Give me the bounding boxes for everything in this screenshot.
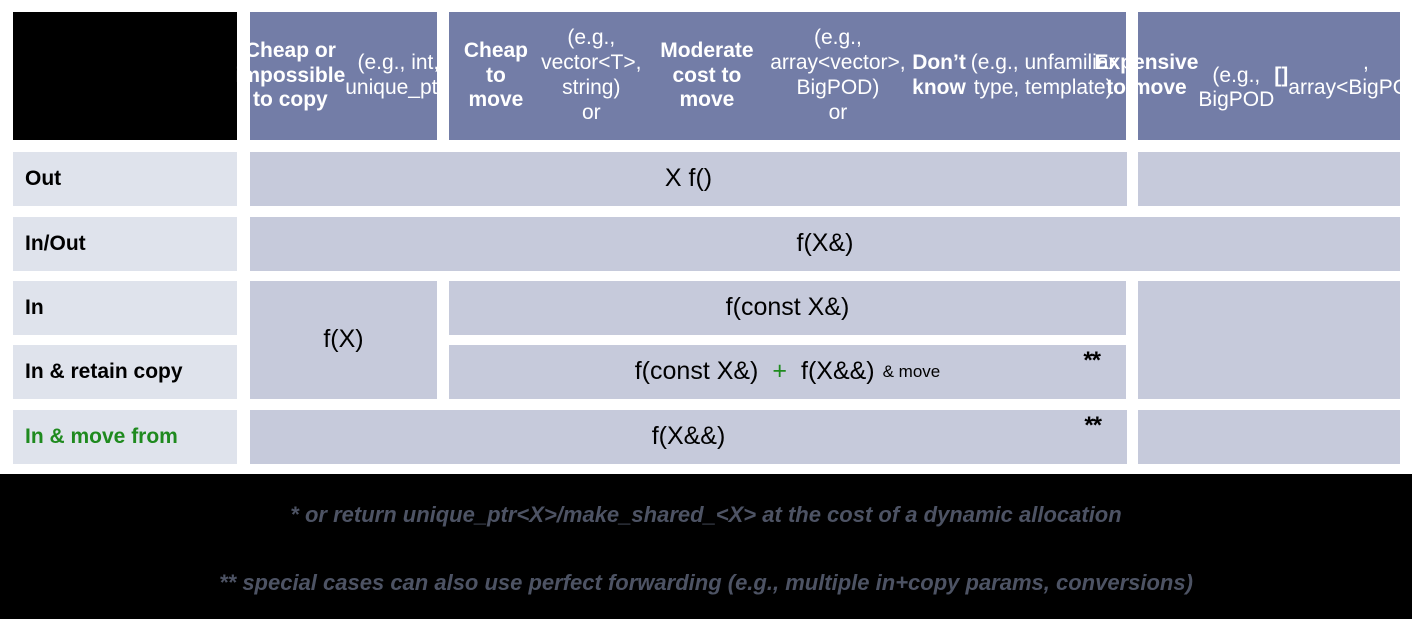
retain-copy-move-note: & move xyxy=(882,361,941,381)
footnote-marker-double-asterisk-2: ** xyxy=(1084,412,1102,439)
column-header-cheap-to-move: Cheap to move (e.g., vector<T>, string)o… xyxy=(449,12,1126,140)
cell-move-from-expensive-empty xyxy=(1138,410,1400,464)
footnote-band: * or return unique_ptr<X>/make_shared_<X… xyxy=(0,474,1412,619)
cell-in-expensive-empty xyxy=(1138,281,1400,399)
cell-in-fx: f(X) xyxy=(250,281,437,399)
footnote-double-asterisk: ** special cases can also use perfect fo… xyxy=(219,570,1193,595)
retain-copy-rvalue-ref: f(X&&) xyxy=(801,357,875,386)
column-header-expensive-to-move: Expensive to move(e.g., BigPOD[],array<B… xyxy=(1095,12,1412,140)
row-label-in-out: In/Out xyxy=(13,217,237,271)
retain-copy-const-ref: f(const X&) xyxy=(634,357,759,386)
cell-out-xf: X f() xyxy=(250,152,1127,206)
row-label-in-retain-copy: In & retain copy xyxy=(13,345,237,399)
footnote-single-asterisk: * or return unique_ptr<X>/make_shared_<X… xyxy=(290,502,1122,527)
column-header-cheap-or-impossible-to-copy: Cheap or impossible to copy (e.g., int, … xyxy=(236,12,451,140)
move-from-rvalue-ref: f(X&&) xyxy=(651,422,726,451)
retain-copy-plus: + xyxy=(772,357,787,386)
row-label-in-move-from: In & move from xyxy=(13,410,237,464)
cell-retain-copy-expression: f(const X&) + f(X&&) & move ** xyxy=(449,345,1126,399)
cell-inout-fxref: f(X&) xyxy=(250,217,1400,271)
footnote-marker-double-asterisk: ** xyxy=(1083,347,1101,374)
row-label-out: Out xyxy=(13,152,237,206)
empty-corner-block xyxy=(13,12,237,140)
cell-move-from-expression: f(X&&) ** xyxy=(250,410,1127,464)
cell-in-fconstxref: f(const X&) xyxy=(449,281,1126,335)
cell-out-expensive-empty xyxy=(1138,152,1400,206)
row-label-in: In xyxy=(13,281,237,335)
